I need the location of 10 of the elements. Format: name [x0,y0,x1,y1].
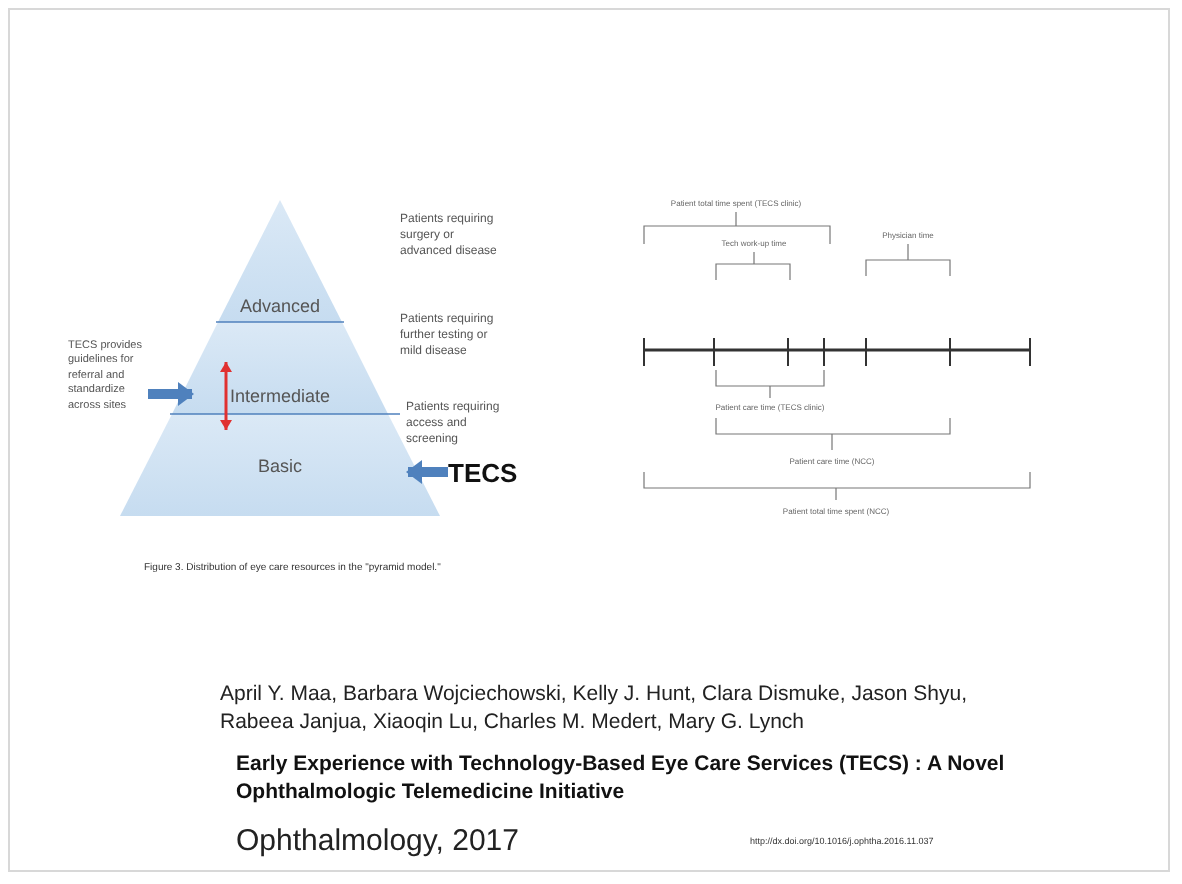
journal-citation: Ophthalmology, 2017 [236,824,519,858]
author-list: April Y. Maa, Barbara Wojciechowski, Kelly J. Hunt, Clara Dismuke, Jason Shyu, Rabeea Janjua, Xiaoqin Lu, Charles M. Medert, Mary G. Lynch [220,680,1020,737]
tecs-label: TECS [448,458,516,488]
paper-title: Early Experience with Technology-Based Eye Care Services (TECS) : A Novel Ophthalmologic Telemedicine Initiative [236,750,1007,807]
tier-label: Basic [257,455,302,475]
arrow [148,382,194,406]
double-arrow [220,362,232,430]
arrow [406,460,448,484]
tier-label: Intermediate [229,386,331,410]
tier-label: Advanced [239,296,321,320]
